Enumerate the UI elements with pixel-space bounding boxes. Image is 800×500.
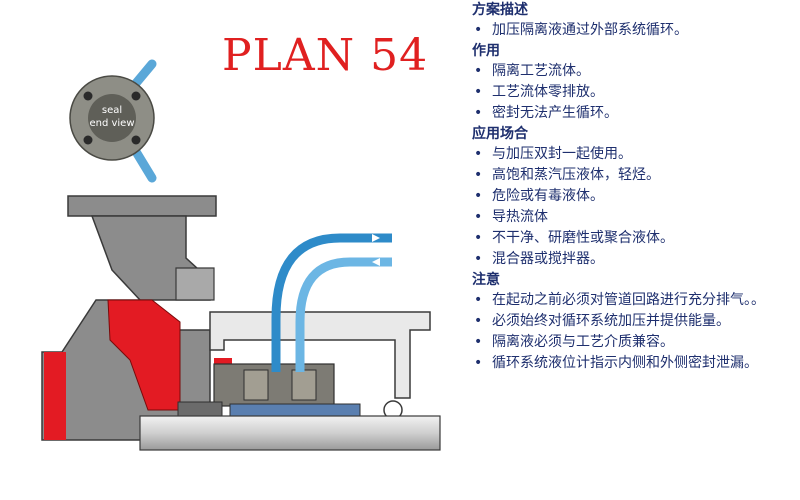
seal-plan-diagram: seal end view bbox=[41, 59, 441, 451]
plan-title: PLAN 54 bbox=[222, 30, 429, 81]
list-item: 隔离液必须与工艺介质兼容。 bbox=[470, 332, 800, 353]
list-item: 隔离工艺流体。 bbox=[470, 61, 800, 82]
section-list: 与加压双封一起使用。高饱和蒸汽压液体，轻烃。危险或有毒液体。导热流体不干净、研磨… bbox=[470, 144, 800, 270]
list-item: 密封无法产生循环。 bbox=[470, 103, 800, 124]
end-view-pipe-lower bbox=[130, 145, 157, 183]
casing-cover bbox=[175, 267, 215, 301]
seal-label-line2: end view bbox=[89, 118, 134, 129]
list-item: 与加压双封一起使用。 bbox=[470, 144, 800, 165]
section-heading: 应用场合 bbox=[472, 126, 528, 142]
discharge-flange bbox=[67, 195, 217, 217]
barrier-fluid-piping bbox=[271, 233, 392, 372]
seal-cartridge bbox=[177, 363, 361, 417]
list-item: 在起动之前必须对管道回路进行充分排气。。 bbox=[470, 290, 800, 311]
list-item: 不干净、研磨性或聚合液体。 bbox=[470, 228, 800, 249]
list-item: 高饱和蒸汽压液体，轻烃。 bbox=[470, 165, 800, 186]
seal-label-line1: seal bbox=[102, 105, 122, 116]
pump-casing bbox=[41, 195, 431, 441]
list-item: 循环系统液位计指示内侧和外侧密封泄漏。 bbox=[470, 353, 800, 374]
bolt-icon bbox=[131, 135, 141, 145]
section-list: 加压隔离液通过外部系统循环。 bbox=[470, 20, 800, 41]
bolt-icon bbox=[83, 91, 93, 101]
bolt-icon bbox=[83, 135, 93, 145]
list-item: 工艺流体零排放。 bbox=[470, 82, 800, 103]
section-heading: 方案描述 bbox=[472, 2, 528, 18]
section-list: 在起动之前必须对管道回路进行充分排气。。必须始终对循环系统加压并提供能量。隔离液… bbox=[470, 290, 800, 374]
bolt-icon bbox=[131, 91, 141, 101]
flow-arrow-icon bbox=[372, 258, 380, 266]
bearing-bracket bbox=[209, 311, 431, 399]
list-item: 必须始终对循环系统加压并提供能量。 bbox=[470, 311, 800, 332]
barrier-inlet-pipe bbox=[295, 257, 392, 372]
seal-ring-outer bbox=[291, 369, 317, 401]
seal-ring-inner bbox=[243, 369, 269, 401]
flow-arrow-icon bbox=[372, 234, 380, 242]
suction-flow bbox=[44, 352, 66, 440]
list-item: 导热流体 bbox=[470, 207, 800, 228]
pump-shaft bbox=[139, 415, 441, 451]
barrier-fluid-cavity bbox=[229, 403, 361, 417]
description-panel: 方案描述加压隔离液通过外部系统循环。作用隔离工艺流体。工艺流体零排放。密封无法产… bbox=[470, 0, 800, 500]
section-heading: 作用 bbox=[472, 43, 500, 59]
seal-end-view: seal end view bbox=[69, 59, 157, 183]
list-item: 危险或有毒液体。 bbox=[470, 186, 800, 207]
section-heading: 注意 bbox=[472, 272, 500, 288]
section-list: 隔离工艺流体。工艺流体零排放。密封无法产生循环。 bbox=[470, 61, 800, 124]
impeller-flow bbox=[107, 299, 181, 411]
barrier-outlet-pipe bbox=[271, 233, 392, 372]
list-item: 混合器或搅拌器。 bbox=[470, 249, 800, 270]
seal-center bbox=[88, 94, 136, 142]
shaft-sleeve bbox=[177, 401, 223, 417]
list-item: 加压隔离液通过外部系统循环。 bbox=[470, 20, 800, 41]
